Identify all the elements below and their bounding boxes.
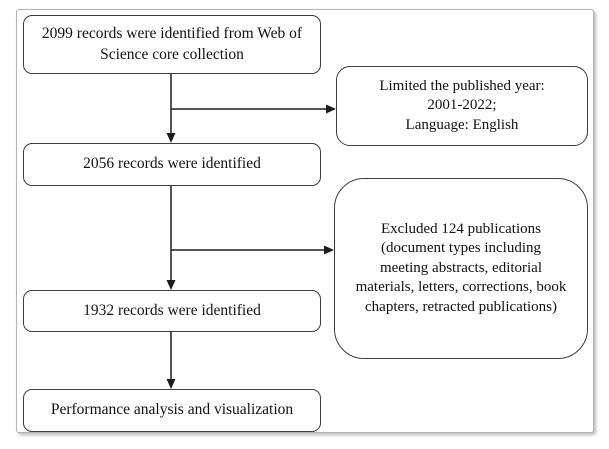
node-records-2056-label: 2056 records were identified	[83, 155, 261, 173]
node-performance-analysis: Performance analysis and visualization	[23, 389, 321, 432]
node-filter-year-language-label: Limited the published year: 2001-2022; L…	[379, 77, 545, 133]
node-filter-year-language: Limited the published year: 2001-2022; L…	[336, 66, 588, 146]
node-performance-analysis-label: Performance analysis and visualization	[50, 401, 294, 419]
node-records-2056: 2056 records were identified	[23, 143, 321, 186]
node-records-1932: 1932 records were identified	[23, 290, 321, 332]
node-records-identified-wos-label: 2099 records were identified from Web of…	[41, 25, 303, 63]
node-records-identified-wos: 2099 records were identified from Web of…	[23, 15, 321, 74]
node-records-1932-label: 1932 records were identified	[83, 301, 261, 319]
arrow-step1-to-step2	[166, 74, 176, 143]
arrow-step2-to-step3	[166, 186, 176, 290]
node-excluded-publications: Excluded 124 publications (document type…	[334, 178, 588, 359]
arrow-step3-to-step4	[166, 332, 176, 389]
arrow-branch-to-filter1	[171, 104, 336, 114]
node-excluded-publications-label: Excluded 124 publications (document type…	[355, 220, 567, 315]
arrow-branch-to-filter2	[171, 245, 334, 255]
flowchart-frame: 2099 records were identified from Web of…	[16, 9, 594, 433]
